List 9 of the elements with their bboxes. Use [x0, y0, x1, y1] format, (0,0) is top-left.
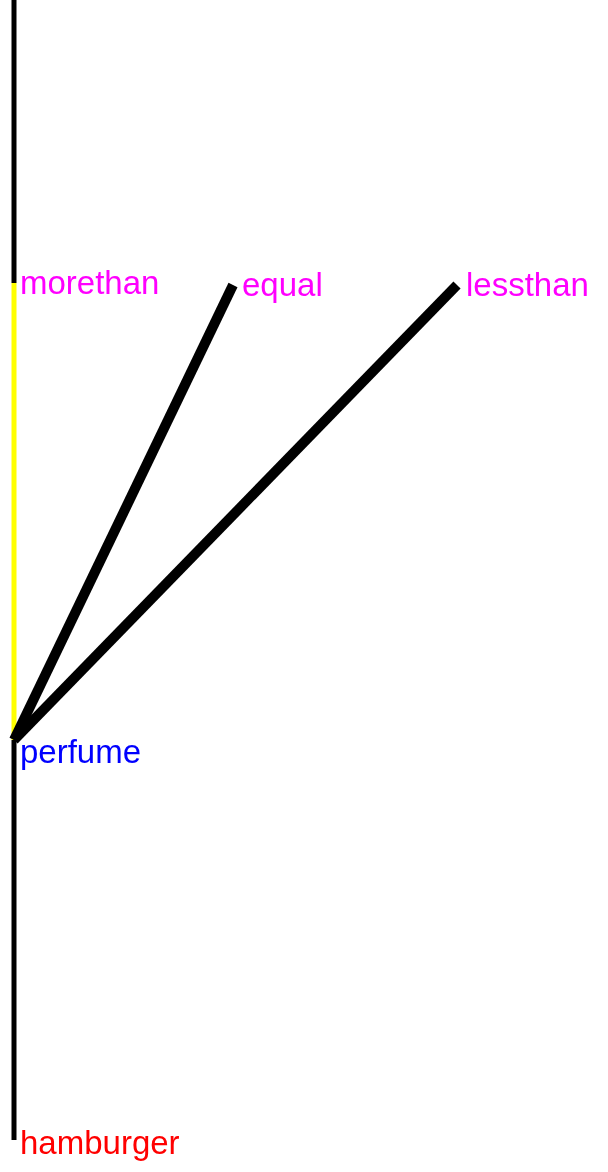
connector-line — [11, 740, 17, 1140]
node-label: lessthan — [464, 266, 591, 304]
connector-line — [11, 283, 17, 740]
node-label: hamburger — [18, 1124, 182, 1162]
node-label: equal — [240, 266, 325, 304]
connector-line — [10, 281, 461, 744]
node-label: perfume — [18, 733, 144, 771]
connector-line — [11, 0, 17, 283]
node-label: morethan — [18, 264, 162, 302]
